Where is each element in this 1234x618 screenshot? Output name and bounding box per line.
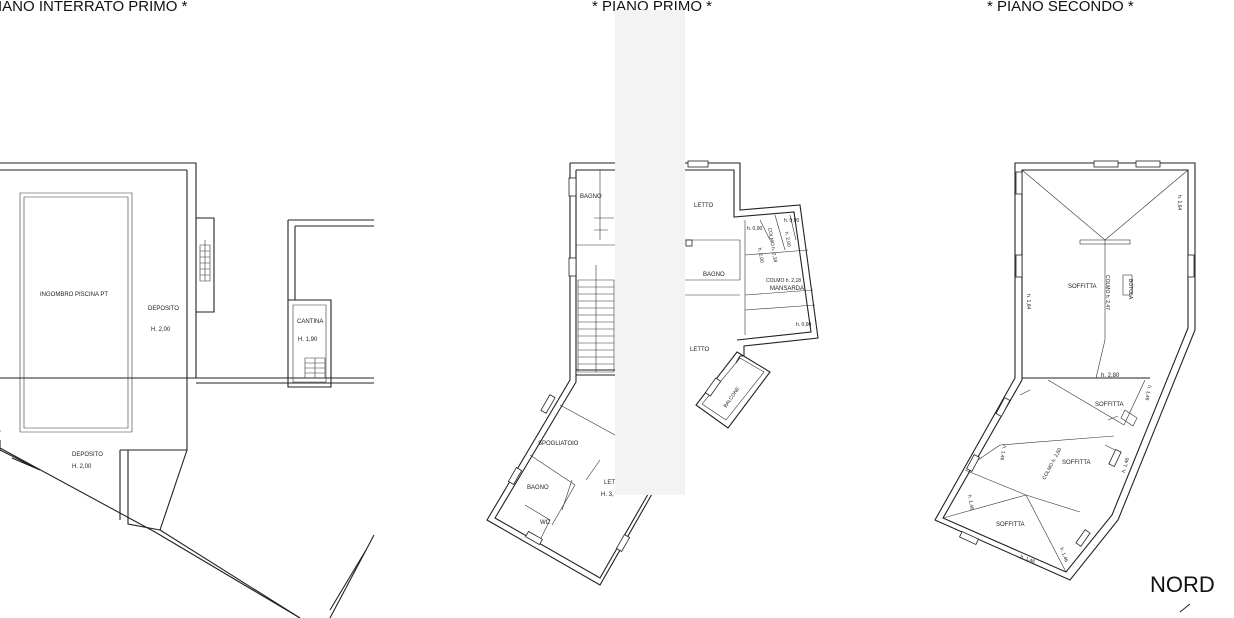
label-soffitta-4: SOFFITTA bbox=[996, 522, 1025, 528]
label-deposito-2-height: H. 2,00 bbox=[72, 464, 92, 470]
label-h-146-a: h. 1,46 bbox=[1143, 385, 1152, 401]
label-letto-low-height: H. 3, bbox=[601, 492, 614, 498]
label-h-280: h. 2,80 bbox=[1101, 373, 1120, 379]
label-soffitta-2: SOFFITTA bbox=[1095, 402, 1124, 408]
label-bagno-top: BAGNO bbox=[580, 194, 602, 200]
label-h-146-d: h. 1,46 bbox=[966, 494, 975, 510]
label-spogliatoio: SPOGLIATOIO bbox=[538, 441, 579, 447]
label-bagno-low: BAGNO bbox=[527, 485, 549, 491]
label-bagno-mid: BAGNO bbox=[703, 272, 725, 278]
label-balcone: BALCONE bbox=[723, 386, 742, 410]
label-h-090-c: h. 0,90 bbox=[796, 322, 812, 328]
label-deposito-2: DEPOSITO bbox=[72, 452, 103, 458]
plan-primo: BAGNO LETTO BAGNO MANSARDA COLMO h. 2,18… bbox=[486, 10, 819, 586]
label-deposito-1-height: H. 2,00 bbox=[151, 327, 171, 333]
label-wc: WC bbox=[540, 520, 551, 526]
label-botola: BOTOLA bbox=[1127, 279, 1133, 300]
label-h-146-c: h. 1,46 bbox=[1121, 457, 1131, 474]
label-colmo-small: COLMO h. 2,18 bbox=[766, 278, 801, 284]
label-h-200-a: h. 2,00 bbox=[783, 231, 792, 247]
label-h-090-b: h. 0,90 bbox=[784, 218, 800, 224]
label-h-146-e: h. 1,46 bbox=[1019, 554, 1036, 565]
plan-interrato: INGOMBRO PISCINA PT DEPOSITO H. 2,00 DEP… bbox=[0, 162, 375, 618]
title-piano-interrato: IANO INTERRATO PRIMO * bbox=[0, 0, 188, 15]
label-letto-top: LETTO bbox=[694, 203, 714, 209]
label-letto-low: LET bbox=[604, 480, 615, 486]
label-letto-mid: LETTO bbox=[690, 347, 710, 353]
label-h-146-b: h. 1,46 bbox=[998, 445, 1007, 461]
compass-arrow-icon bbox=[1179, 603, 1191, 613]
label-h-200-b: h. 2,00 bbox=[756, 247, 765, 263]
label-soffitta-3: SOFFITTA bbox=[1062, 460, 1091, 466]
label-deposito-1: DEPOSITO bbox=[148, 306, 179, 312]
label-soffitta-1: SOFFITTA bbox=[1068, 284, 1097, 290]
label-h-090-a: h. 0,90 bbox=[747, 226, 763, 232]
plan-secondo: h. 1,64 SOFFITTA COLMO h. 2,47 BOTOLA h.… bbox=[934, 160, 1196, 581]
label-colmo-secondo-2: COLMO h. 2,80 bbox=[1041, 447, 1063, 481]
label-colmo-secondo: COLMO h. 2,47 bbox=[1104, 275, 1110, 310]
label-cantina: CANTINA bbox=[297, 319, 323, 325]
label-cantina-height: H. 1,90 bbox=[298, 337, 318, 343]
label-h-146-f: h. 1,46 bbox=[1058, 547, 1069, 564]
redacted-area bbox=[615, 10, 685, 495]
label-mansarda: MANSARDA bbox=[770, 286, 804, 292]
label-h-164-left: h. 1,64 bbox=[1025, 294, 1031, 310]
label-piscina: INGOMBRO PISCINA PT bbox=[40, 292, 108, 298]
title-piano-secondo: * PIANO SECONDO * bbox=[987, 0, 1134, 15]
compass-label: NORD bbox=[1150, 572, 1215, 597]
label-colmo-primo: COLMO h. 2,18 bbox=[766, 227, 778, 263]
label-h-164-top: h. 1,64 bbox=[1176, 195, 1182, 211]
